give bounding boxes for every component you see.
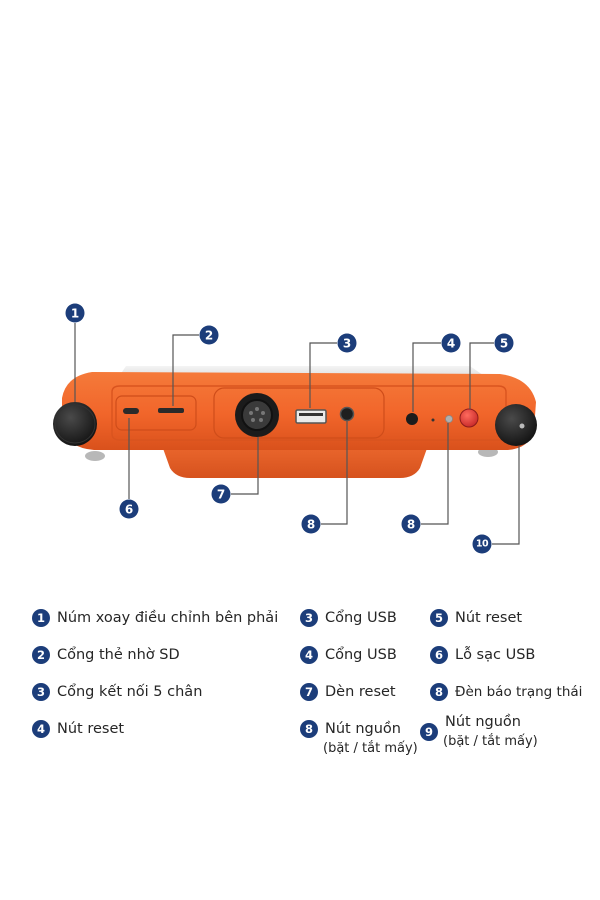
legend-label: Cổng USB <box>325 610 397 626</box>
legend-item: 9 Nút nguồn (bặt / tắt mấy) <box>420 712 538 752</box>
leader-4 <box>412 342 441 412</box>
leader-7 <box>231 437 259 495</box>
audio-jack <box>339 406 355 422</box>
sd-panel <box>115 395 197 431</box>
reset-button <box>406 413 418 425</box>
legend-number: 2 <box>32 646 50 664</box>
callout-6: 6 <box>119 499 139 519</box>
usb-c-port <box>123 408 139 414</box>
legend-label: Núm xoay điều chỉnh bên phải <box>57 610 279 626</box>
callout-2: 2 <box>199 325 219 345</box>
callout-7: 7 <box>211 484 231 504</box>
legend-label: Nút nguồn <box>445 714 521 730</box>
legend-number: 8 <box>430 683 448 701</box>
legend-item: 4 Nút reset <box>32 719 124 739</box>
legend-sublabel: (bặt / tắt mấy) <box>443 734 538 749</box>
leader-10 <box>492 446 520 545</box>
leader-5 <box>469 342 494 409</box>
legend-item: 6 Lỗ sạc USB <box>430 645 535 665</box>
callout-5: 5 <box>494 333 514 353</box>
power-button <box>459 408 479 428</box>
legend-label: Cổng kết nối 5 chân <box>57 684 203 700</box>
legend-number: 4 <box>300 646 318 664</box>
callout-1: 1 <box>65 303 85 323</box>
legend-label: Nút reset <box>57 721 125 737</box>
callout-4: 4 <box>441 333 461 353</box>
right-knob <box>495 404 537 446</box>
legend-item: 2 Cổng thẻ nhờ SD <box>32 645 180 665</box>
legend-number: 9 <box>420 723 438 741</box>
legend-label-group: Nút nguồn (bặt / tắt mấy) <box>323 719 418 759</box>
legend-item: 3 Cổng USB <box>300 608 397 628</box>
legend-item: 3 Cổng kết nối 5 chân <box>32 682 202 702</box>
legend-label: Cổng thẻ nhờ SD <box>57 647 180 663</box>
leader-3 <box>309 342 337 408</box>
foot-left <box>85 451 105 461</box>
legend-number: 3 <box>32 683 50 701</box>
legend-item: 8 Nút nguồn (bặt / tắt mấy) <box>300 719 418 759</box>
legend-label: Lỗ sạc USB <box>455 647 536 663</box>
legend-sublabel: (bặt / tắt mấy) <box>323 741 418 756</box>
leader-8b <box>421 423 449 525</box>
callout-10: 10 <box>472 534 492 554</box>
legend-item: 8 Đèn báo trạng thái <box>430 682 582 702</box>
legend-label: Cổng USB <box>325 647 397 663</box>
legend-item: 1 Núm xoay điều chỉnh bên phải <box>32 608 278 628</box>
legend-number: 1 <box>32 609 50 627</box>
callout-3: 3 <box>337 333 357 353</box>
legend-label: Nút reset <box>455 610 523 626</box>
left-knob <box>53 402 97 446</box>
legend-item: 4 Cổng USB <box>300 645 397 665</box>
callout-8-status: 8 <box>401 514 421 534</box>
sd-card-slot <box>158 408 184 413</box>
legend-label: Dèn reset <box>325 684 396 700</box>
usb-a-port <box>295 409 327 424</box>
leader-2 <box>172 334 199 406</box>
callout-8-jack: 8 <box>301 514 321 534</box>
legend-item: 5 Nút reset <box>430 608 522 628</box>
legend-number: 3 <box>300 609 318 627</box>
center-panel <box>213 387 385 439</box>
legend-number: 6 <box>430 646 448 664</box>
status-light <box>445 415 453 423</box>
legend-number: 8 <box>300 720 318 738</box>
leader-lines <box>74 323 520 545</box>
legend-label: Đèn báo trạng thái <box>455 684 583 700</box>
indicator-led <box>431 418 435 422</box>
legend-number: 4 <box>32 720 50 738</box>
legend-label-group: Nút nguồn (bặt / tắt mấy) <box>443 712 538 752</box>
legend-item: 7 Dèn reset <box>300 682 396 702</box>
legend-number: 7 <box>300 683 318 701</box>
legend-number: 5 <box>430 609 448 627</box>
leader-8a <box>321 421 348 525</box>
legend-label: Nút nguồn <box>325 721 401 737</box>
